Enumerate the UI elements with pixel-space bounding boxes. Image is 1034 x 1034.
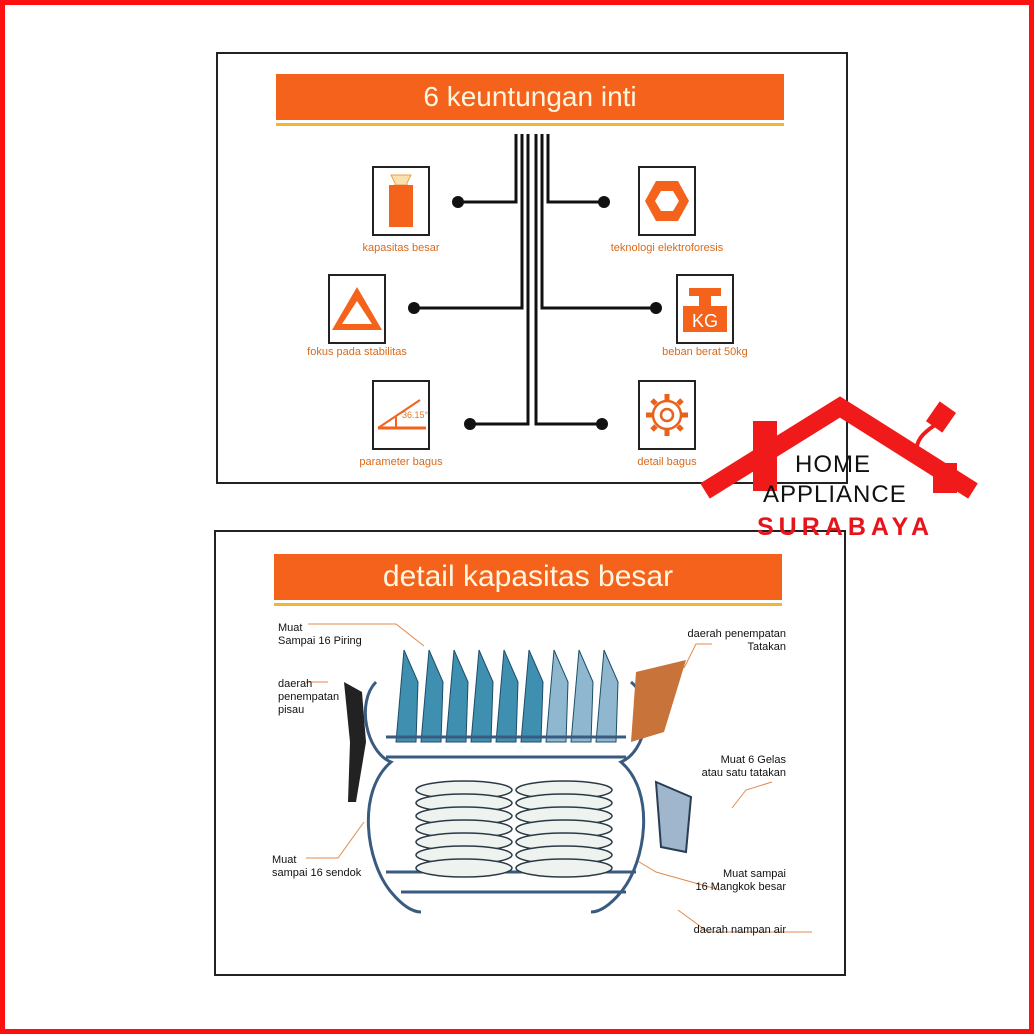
callout-spoons: Muat sampai 16 sendok	[272, 854, 362, 879]
plug-cord-icon	[914, 423, 937, 454]
plate	[420, 649, 444, 743]
gear-icon	[646, 394, 688, 436]
kg-glyph: KG	[692, 311, 718, 331]
bowl	[415, 858, 513, 878]
dish-rack-illustration	[306, 623, 812, 933]
callout-glasses: Muat 6 Gelas atau satu tatakan	[701, 754, 786, 779]
hexagon-icon	[645, 181, 689, 221]
benefits-panel: 6 keuntungan inti kapasitas besar teknol…	[216, 52, 848, 484]
benefit-item-parameters: 36.15°	[372, 380, 430, 450]
plate	[495, 649, 519, 743]
bowl	[515, 858, 613, 878]
plate	[570, 649, 594, 743]
benefit-label: kapasitas besar	[362, 242, 440, 254]
bottle-icon	[389, 174, 413, 227]
plate	[545, 649, 569, 743]
capacity-title: detail kapasitas besar	[274, 554, 782, 606]
callout-bowls: Muat sampai 16 Mangkok besar	[695, 868, 787, 893]
logo-line2: APPLIANCE	[763, 481, 907, 508]
plate	[470, 649, 494, 743]
angle-icon: 36.15°	[377, 399, 428, 430]
benefit-item-details	[638, 380, 696, 450]
house-roof-icon	[700, 396, 978, 499]
benefit-item-stability	[328, 274, 386, 344]
connector-lines	[408, 134, 662, 430]
benefit-label: beban berat 50kg	[662, 346, 748, 358]
plate	[595, 649, 619, 743]
store-logo: HOME APPLIANCE SURABAYA	[695, 393, 985, 548]
logo-line3: SURABAYA	[757, 513, 935, 541]
benefit-item-load: KG	[676, 274, 734, 344]
benefit-item-capacity	[372, 166, 430, 236]
logo-line1: HOME	[795, 451, 871, 478]
plug-icon	[925, 401, 957, 433]
plate	[445, 649, 469, 743]
benefit-label: detail bagus	[637, 456, 697, 468]
capacity-panel: detail kapasitas besar	[214, 530, 846, 976]
callout-water-tray: daerah nampan air	[693, 924, 786, 936]
kg-weight-icon: KG	[683, 288, 727, 332]
benefit-item-electrophoresis	[638, 166, 696, 236]
callout-plates: Muat Sampai 16 Piring	[278, 622, 362, 647]
plate	[395, 649, 419, 743]
callout-cutting-board: daerah penempatan Tatakan	[687, 628, 786, 653]
benefits-title: 6 keuntungan inti	[276, 74, 784, 126]
benefit-label: parameter bagus	[359, 456, 443, 468]
benefit-label: fokus pada stabilitas	[307, 346, 407, 358]
plate	[520, 649, 544, 743]
benefit-label: teknologi elektroforesis	[610, 242, 724, 254]
callout-knife: daerah penempatan pisau	[278, 678, 340, 716]
svg-text:36.15°: 36.15°	[402, 410, 428, 420]
triangle-icon	[332, 287, 382, 330]
